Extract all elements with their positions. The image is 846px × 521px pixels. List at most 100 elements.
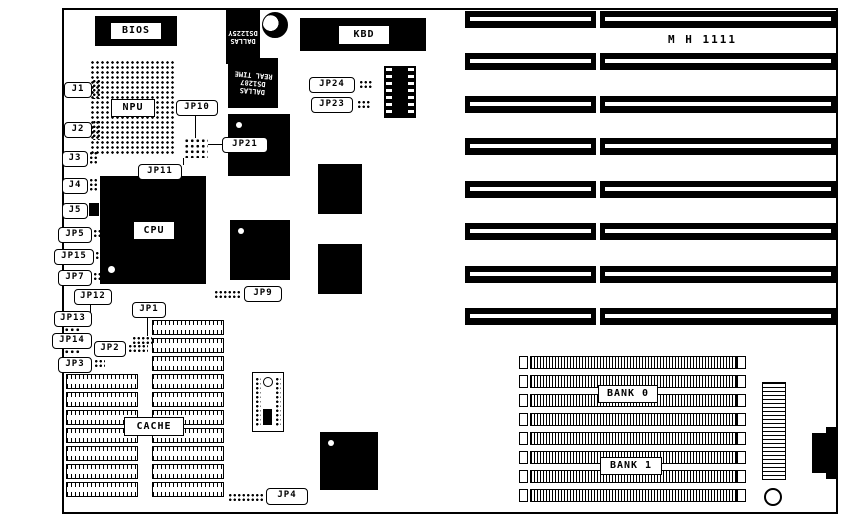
jumper-label-j4: J4 <box>62 178 88 194</box>
cache-chip <box>152 356 224 371</box>
dallas-ds1287-text: DALLAS DS1287 REAL TIME <box>226 56 280 110</box>
qfp-chip-2 <box>318 164 362 214</box>
crystal-socket <box>252 372 284 432</box>
pin1-dot <box>108 266 115 273</box>
simm-latch <box>519 451 528 464</box>
jumper-label-j1: J1 <box>64 82 92 98</box>
simm-latch <box>519 394 528 407</box>
qfp-chip-5 <box>320 432 378 490</box>
bios-chip-label: BIOS <box>110 22 162 40</box>
isa-slot-4-left <box>465 138 596 155</box>
isa-slot-8-right <box>600 308 836 325</box>
dip-ic-pins-right <box>408 68 414 116</box>
cache-chip <box>152 338 224 353</box>
cache-chip <box>152 446 224 461</box>
isa-slot-3-right <box>600 96 836 113</box>
callout-line-jp11 <box>183 158 184 165</box>
jumper-pins-jp2 <box>128 344 148 353</box>
jumper-label-jp2: JP2 <box>94 341 126 357</box>
dallas-logo-icon <box>262 12 288 38</box>
callout-line-jp1 <box>147 316 148 336</box>
socket-body <box>263 409 272 425</box>
jumper-label-j5: J5 <box>62 203 88 219</box>
dallas-ds1225y-chip: DALLAS DS1225Y <box>226 10 260 64</box>
memory-expansion-connector <box>762 382 786 480</box>
simm-slot-1 <box>530 356 737 369</box>
simm-slot-8 <box>530 489 737 502</box>
simm-latch <box>737 470 746 483</box>
jumper-pins-jp7 <box>93 272 106 281</box>
simm-latch <box>737 375 746 388</box>
cpu-label: CPU <box>133 221 175 240</box>
cache-chip <box>152 374 224 389</box>
jumper-label-j3: J3 <box>62 151 88 167</box>
isa-slot-6-left <box>465 223 596 240</box>
simm-latch <box>519 470 528 483</box>
isa-slot-1-left <box>465 11 596 28</box>
jumper-label-jp21: JP21 <box>222 137 268 153</box>
simm-latch <box>519 413 528 426</box>
simm-latch <box>737 451 746 464</box>
isa-slot-7-right <box>600 266 836 283</box>
simm-latch <box>519 432 528 445</box>
jumper-label-j2: J2 <box>64 122 92 138</box>
callout-line-jp21 <box>208 144 222 145</box>
jumper-label-jp1: JP1 <box>132 302 166 318</box>
socket-pins-right <box>275 377 281 427</box>
jumper-pins-jp3 <box>94 359 105 369</box>
simm-latch <box>737 394 746 407</box>
jumper-pins-jp4 <box>228 493 264 501</box>
jumper-label-jp11: JP11 <box>138 164 182 180</box>
jumper-label-jp15: JP15 <box>54 249 94 265</box>
jumper-pins-jp23 <box>357 100 371 109</box>
isa-slot-2-left <box>465 53 596 70</box>
simm-latch <box>737 413 746 426</box>
jumper-label-jp4: JP4 <box>266 488 308 505</box>
simm-latch <box>737 489 746 502</box>
isa-slot-6-right <box>600 223 836 240</box>
dip-ic-pins-left <box>386 68 392 116</box>
jumper-label-jp10: JP10 <box>176 100 218 116</box>
cache-chip <box>152 482 224 497</box>
callout-line-jp10 <box>195 114 196 138</box>
jumper-label-jp24: JP24 <box>309 77 355 93</box>
cache-chip <box>66 428 138 443</box>
jumper-pins-j5 <box>89 203 99 216</box>
simm-latch <box>519 356 528 369</box>
pin1-dot <box>328 440 334 446</box>
jumper-pins-jp24 <box>359 80 373 89</box>
pin1-dot <box>236 122 242 128</box>
simm-slot-5 <box>530 432 737 445</box>
bank0-label: BANK 0 <box>598 385 658 403</box>
socket-hole <box>263 377 273 387</box>
board-id: M H 1111 <box>668 33 737 46</box>
dip-ic-chip <box>384 66 416 118</box>
cache-chip <box>66 410 138 425</box>
jumper-block-jp10-jp11-jp21 <box>184 138 208 158</box>
isa-slot-8-left <box>465 308 596 325</box>
jumper-label-jp7: JP7 <box>58 270 92 286</box>
socket-pins-left <box>255 377 261 427</box>
isa-slot-4-right <box>600 138 836 155</box>
dallas-ds1287-rtc-chip: DALLAS DS1287 REAL TIME <box>228 58 278 108</box>
npu-label: NPU <box>111 99 155 117</box>
isa-slot-2-right <box>600 53 836 70</box>
jumper-label-jp14: JP14 <box>52 333 92 349</box>
jumper-label-jp12: JP12 <box>74 289 112 305</box>
qfp-chip-3 <box>230 220 290 280</box>
mounting-hole <box>764 488 782 506</box>
jumper-pins-jp1 <box>132 336 152 344</box>
jumper-label-jp9: JP9 <box>244 286 282 302</box>
jumper-pins-jp5 <box>93 229 106 238</box>
kbd-chip-label: KBD <box>338 25 390 45</box>
jumper-label-jp5: JP5 <box>58 227 92 243</box>
jumper-label-jp23: JP23 <box>311 97 353 113</box>
simm-latch <box>737 356 746 369</box>
jumper-pins-jp9 <box>214 290 240 298</box>
jumper-pins-jp15 <box>95 251 108 260</box>
cache-chip <box>66 392 138 407</box>
jumper-pins-j1 <box>92 79 100 99</box>
ds1225y-brand: DALLAS <box>230 37 256 45</box>
simm-slot-4 <box>530 413 737 426</box>
